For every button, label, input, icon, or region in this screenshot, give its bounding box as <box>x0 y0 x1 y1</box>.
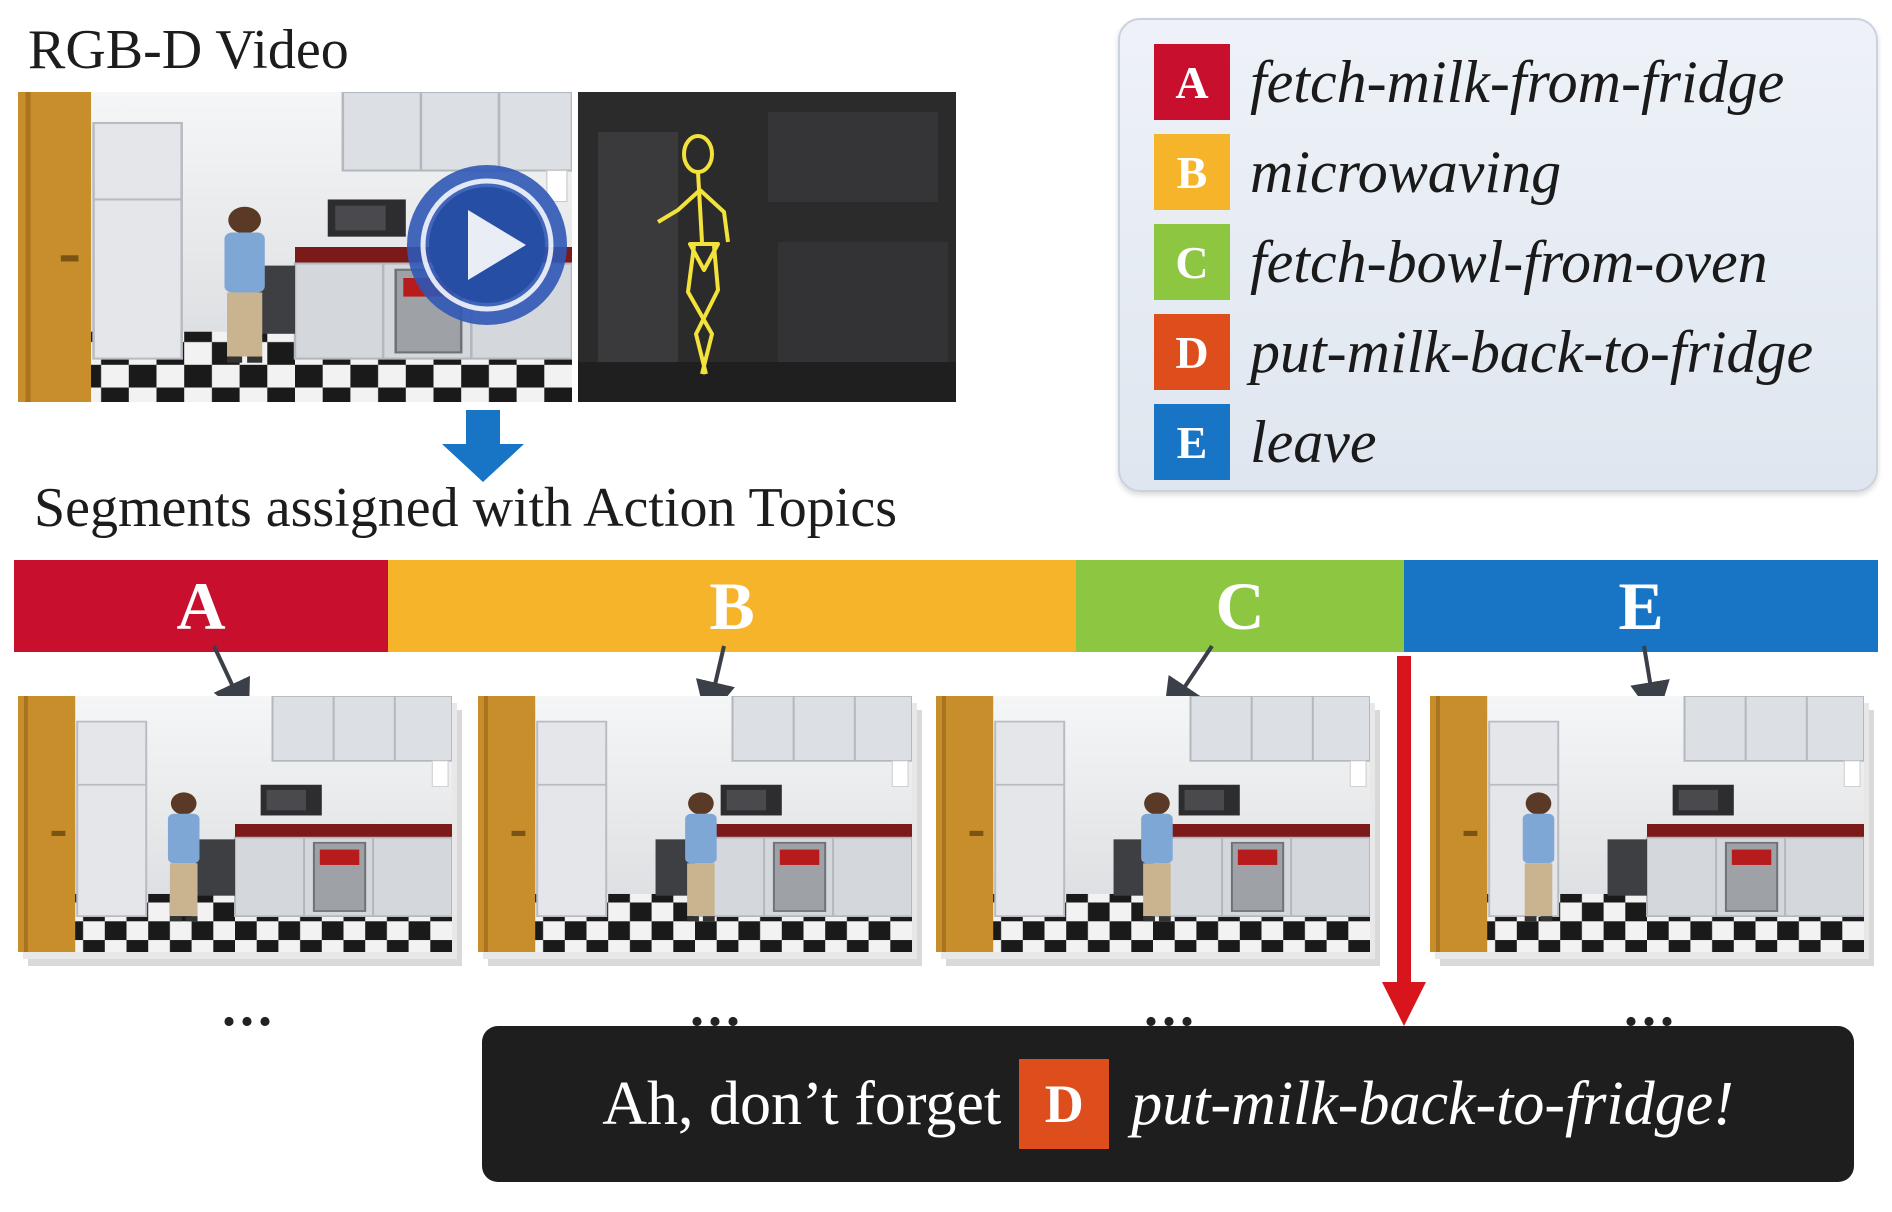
legend-item-d: D put-milk-back-to-fridge <box>1154 314 1813 390</box>
play-icon <box>407 165 567 325</box>
legend-item-b: B microwaving <box>1154 134 1561 210</box>
down-arrow-icon <box>442 410 524 482</box>
action-topic-legend: A fetch-milk-from-fridge B microwaving C… <box>1118 18 1878 492</box>
ellipsis-a: ... <box>222 976 276 1038</box>
segment-b[interactable]: B <box>388 560 1076 652</box>
segment-e[interactable]: E <box>1404 560 1878 652</box>
frame-stack-a <box>18 696 462 966</box>
topic-badge-e: E <box>1154 404 1230 480</box>
play-button[interactable] <box>402 160 572 330</box>
skeleton-overlay <box>656 134 730 375</box>
topic-badge-a: A <box>1154 44 1230 120</box>
keyframe-c <box>936 696 1370 952</box>
segment-c[interactable]: C <box>1076 560 1404 652</box>
legend-label-b: microwaving <box>1250 138 1562 205</box>
topic-badge-b: B <box>1154 134 1230 210</box>
frame-stack-b <box>478 696 922 966</box>
topic-segment-bar: A B C E <box>14 560 1878 652</box>
keyframe-a <box>18 696 452 952</box>
video-heading: RGB-D Video <box>28 19 349 81</box>
keyframe-b <box>478 696 912 952</box>
alert-prefix: Ah, don’t forget <box>602 1069 1002 1138</box>
alert-topic-badge: D <box>1019 1059 1110 1149</box>
reminder-alert: Ah, don’t forget D put-milk-back-to-frid… <box>482 1026 1854 1182</box>
red-arrow-icon <box>1382 656 1426 1026</box>
segments-heading: Segments assigned with Action Topics <box>34 477 897 539</box>
frame-stack-e <box>1430 696 1874 966</box>
legend-label-c: fetch-bowl-from-oven <box>1250 228 1768 295</box>
legend-item-e: E leave <box>1154 404 1377 480</box>
topic-badge-d: D <box>1154 314 1230 390</box>
alert-action: put-milk-back-to-fridge! <box>1131 1069 1734 1138</box>
legend-label-d: put-milk-back-to-fridge <box>1250 318 1814 385</box>
legend-label-a: fetch-milk-from-fridge <box>1250 48 1785 115</box>
legend-item-a: A fetch-milk-from-fridge <box>1154 44 1784 120</box>
keyframe-e <box>1430 696 1864 952</box>
frame-stack-c <box>936 696 1380 966</box>
depth-video-frame <box>578 92 956 402</box>
legend-item-c: C fetch-bowl-from-oven <box>1154 224 1768 300</box>
segment-a[interactable]: A <box>14 560 388 652</box>
topic-badge-c: C <box>1154 224 1230 300</box>
legend-label-e: leave <box>1250 408 1377 475</box>
